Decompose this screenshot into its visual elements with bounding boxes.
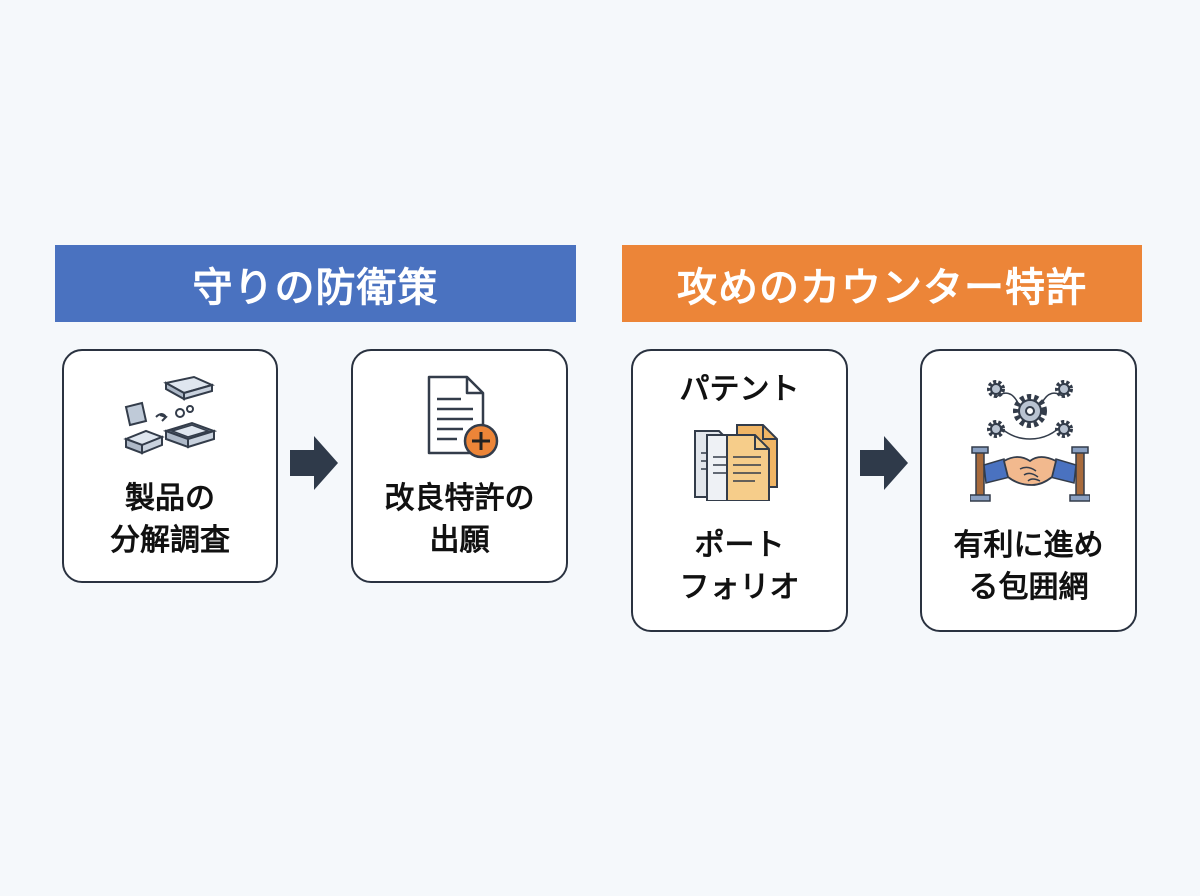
disassembly-icon	[123, 375, 218, 455]
step-label-line2: フォリオ	[679, 570, 800, 605]
step-improvement-patent: 改良特許の 出願	[351, 349, 568, 583]
step-patent-portfolio: パテント ポート フォリオ	[631, 349, 848, 632]
defense-title: 守りの防衛策	[192, 264, 439, 311]
documents-stack-icon	[694, 424, 778, 501]
step-label-line2: 分解調査	[110, 523, 230, 558]
step-label-line1: 改良特許の	[384, 481, 535, 516]
handshake-gears-icon	[970, 380, 1090, 502]
step-label-top: パテント	[679, 372, 800, 407]
arrow-right-icon	[290, 436, 338, 490]
document-add-icon	[427, 375, 499, 459]
arrow-right-icon	[860, 436, 908, 490]
step-label-line2: 出願	[429, 523, 490, 558]
offense-title: 攻めのカウンター特許	[677, 264, 1087, 311]
step-label-line1: 製品の	[125, 481, 215, 516]
defense-banner: 守りの防衛策	[55, 245, 576, 322]
step-label-line2: る包囲網	[968, 570, 1089, 605]
offense-banner: 攻めのカウンター特許	[622, 245, 1142, 322]
step-product-teardown: 製品の 分解調査	[62, 349, 278, 583]
step-label-line1: ポート	[694, 528, 785, 563]
step-label-line1: 有利に進め	[953, 528, 1104, 563]
step-encirclement: 有利に進め る包囲網	[920, 349, 1137, 632]
